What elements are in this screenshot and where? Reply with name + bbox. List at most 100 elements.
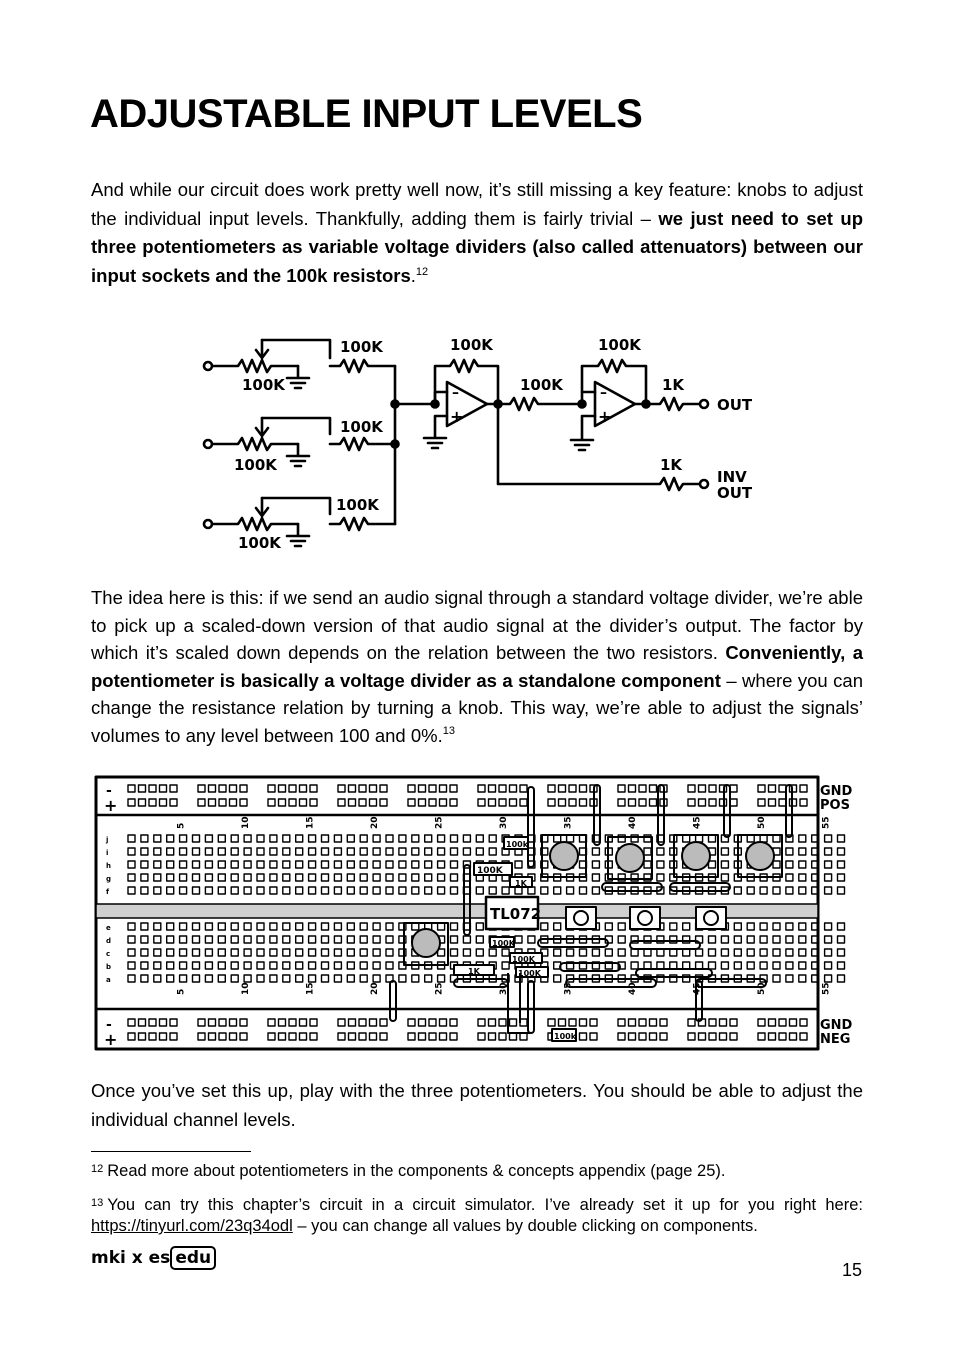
breadboard-hole [772,935,781,944]
resistor-label: 100K [492,939,516,948]
breadboard-hole [811,860,820,869]
breadboard-hole [346,886,355,895]
breadboard-hole [217,886,227,895]
breadboard-hole [462,935,472,944]
breadboard-hole [197,784,206,793]
breadboard-hole [358,1018,367,1027]
breadboard-hole [708,784,717,793]
breadboard-hole [487,784,497,793]
breadboard-hole [589,1032,598,1041]
breadboard-hole [127,834,136,843]
resistor: 100K [473,862,513,876]
breadboard-hole [411,873,420,882]
breadboard-hole [438,1018,448,1027]
breadboard-hole [298,784,308,793]
resistor-label: 100K [477,866,504,876]
breadboard-hole [553,922,562,931]
breadboard-hole [553,974,562,983]
column-number: 15 [306,816,316,829]
breadboard-hole [269,935,278,944]
breadboard-hole [799,1032,808,1041]
breadboard-hole [449,798,458,807]
breadboard-hole [207,1032,217,1041]
breadboard-hole [733,922,742,931]
breadboard-hole [346,834,355,843]
breadboard-hole [407,1018,416,1027]
breadboard-hole [617,948,626,957]
breadboard-hole [656,948,665,957]
breadboard-hole [153,974,162,983]
breadboard-hole [767,798,777,807]
breadboard-hole [217,974,227,983]
breadboard-hole [687,784,696,793]
breadboard-hole [591,886,601,895]
breadboard-hole [398,974,407,983]
tl072-chip: TL072 [484,895,541,931]
breadboard-hole [282,922,291,931]
breadboard-hole [127,922,136,931]
breadboard-hole [630,935,639,944]
breadboard-hole [627,1018,637,1027]
breadboard-hole [798,860,807,869]
breadboard-hole [707,961,717,970]
breadboard-hole [656,847,665,856]
breadboard-hole [565,886,575,895]
column-number: 35 [564,816,574,829]
resistor: 100K [489,936,516,948]
breadboard-hole [729,1032,738,1041]
breadboard-hole [165,834,175,843]
breadboard-hole [140,873,149,882]
breadboard-hole [733,935,742,944]
footnote-ref-13[interactable]: 13 [442,724,455,737]
breadboard-hole [553,886,562,895]
breadboard-hole [617,834,626,843]
simulator-link[interactable]: https://tinyurl.com/23q34odl [91,1217,293,1235]
breadboard-hole [288,798,297,807]
breadboard-hole [519,784,528,793]
breadboard-hole [243,847,252,856]
breadboard-hole [449,834,459,843]
breadboard-hole [627,1032,637,1041]
potentiometer [541,834,587,878]
column-number: 55 [822,816,832,829]
breadboard-hole [604,922,613,931]
breadboard-hole [398,935,407,944]
breadboard-hole [811,847,820,856]
breadboard-hole [436,873,446,882]
breadboard-hole [153,873,162,882]
rail-label: POS [820,798,850,813]
breadboard-hole [398,922,407,931]
breadboard-hole [720,847,730,856]
row-letter: b [106,963,111,971]
breadboard-hole [256,886,265,895]
breadboard-hole [811,922,820,931]
breadboard-hole [359,922,368,931]
breadboard-hole [475,886,484,895]
breadboard-hole [417,1032,427,1041]
breadboard-hole [617,935,626,944]
breadboard-hole [169,1018,178,1027]
breadboard-hole [346,935,355,944]
breadboard-hole [788,1018,798,1027]
breadboard-hole [294,873,304,882]
row-letter: f [106,888,110,896]
breadboard-hole [477,798,486,807]
breadboard-hole [230,922,239,931]
breadboard-hole [568,798,577,807]
footnote-ref-12[interactable]: 12 [415,265,429,278]
potentiometer [607,836,653,880]
column-number: 20 [370,982,380,995]
breadboard-hole [256,860,265,869]
breadboard-hole [204,974,214,983]
breadboard-hole [501,886,510,895]
breadboard-hole [729,784,738,793]
breadboard-hole [411,860,420,869]
breadboard-hole [358,798,367,807]
breadboard-hole [767,784,777,793]
breadboard-hole [823,922,833,931]
breadboard-hole [720,935,730,944]
breadboard-hole [333,974,343,983]
breadboard-hole [757,784,766,793]
breadboard-hole [267,1018,276,1027]
breadboard-hole [836,974,846,983]
